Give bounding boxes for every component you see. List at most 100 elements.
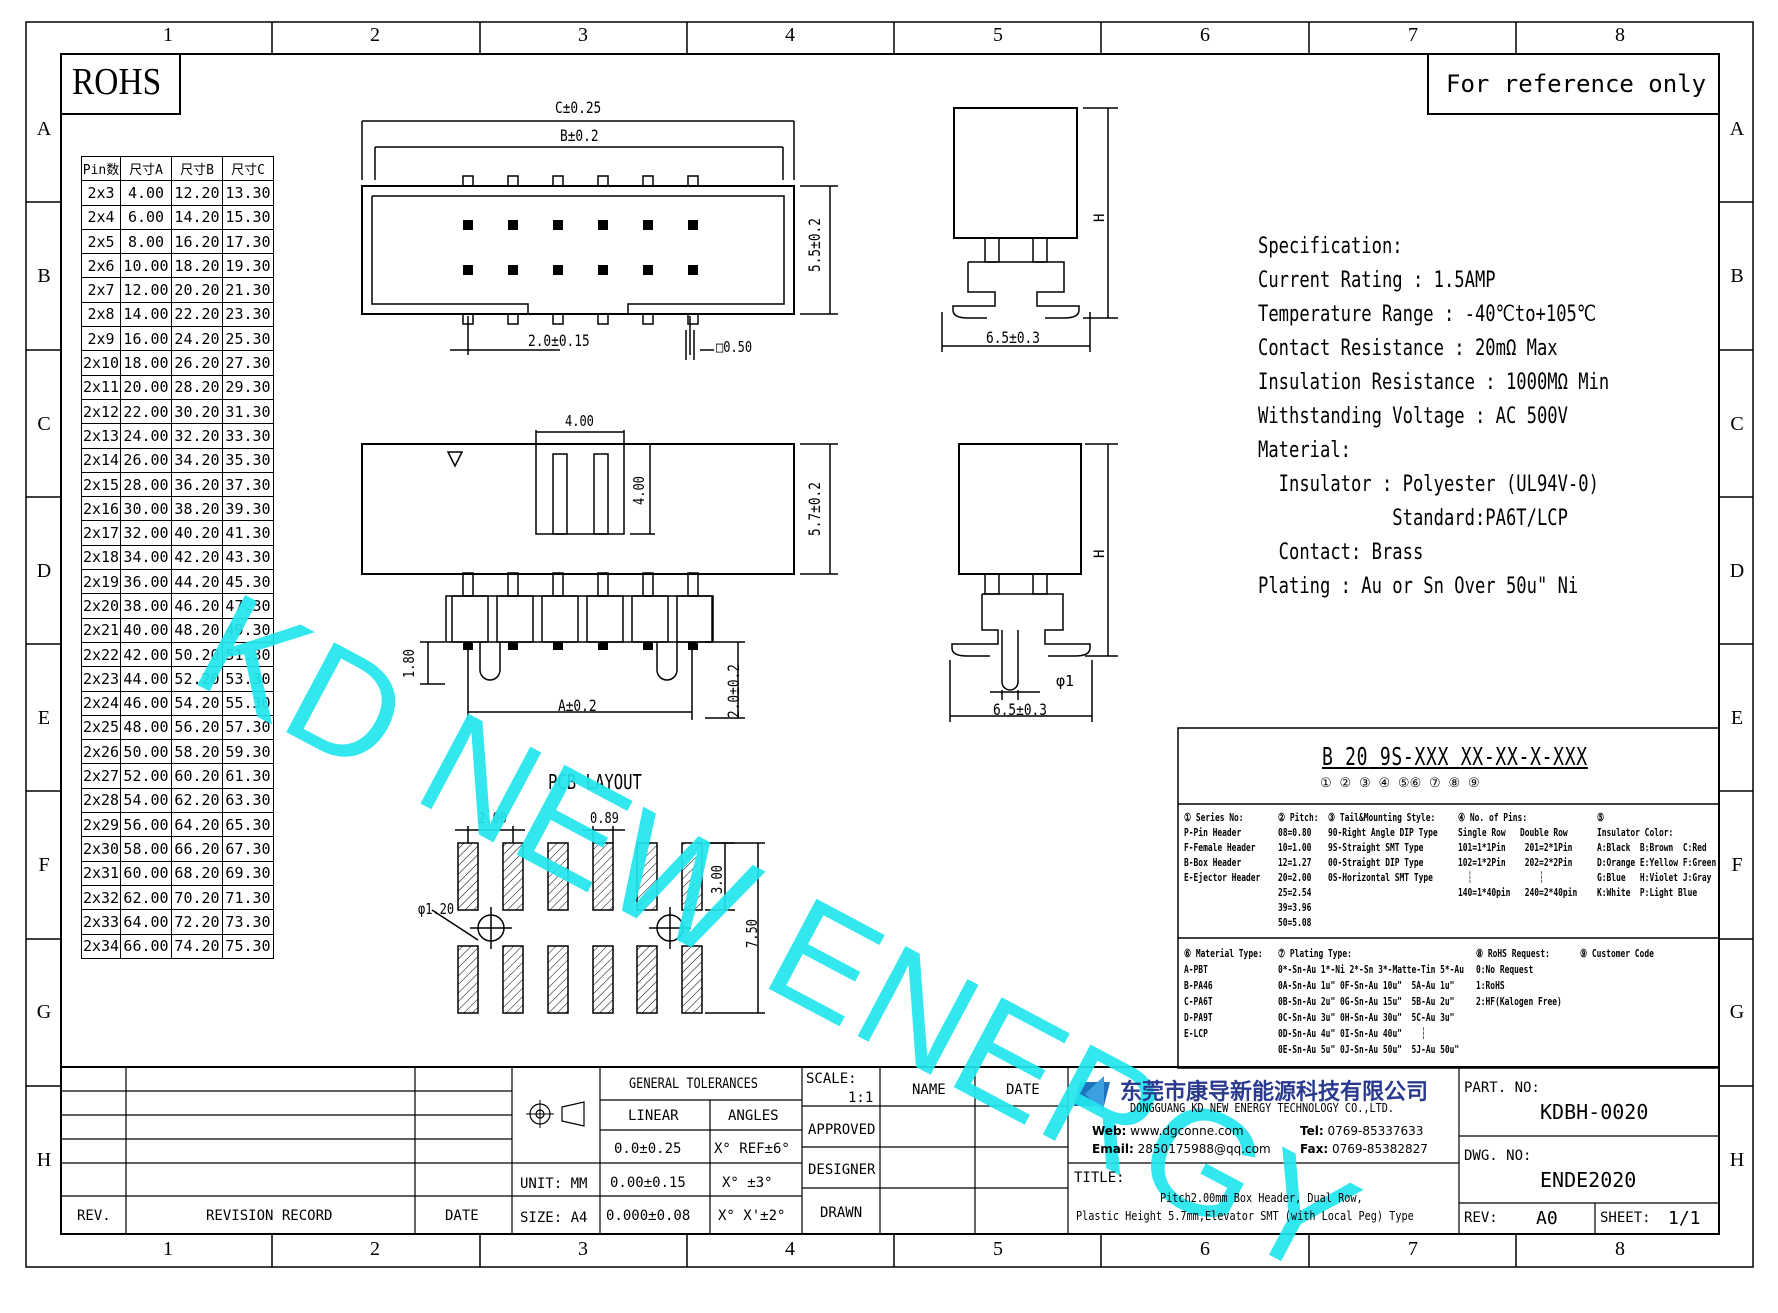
col-label-5-bottom: 5 — [993, 1238, 1003, 1260]
table-cell: 22.20 — [171, 301, 223, 328]
table-cell: 47.30 — [222, 593, 274, 619]
pcb-dim-300: 3.00 — [708, 865, 726, 894]
dim-side-width-bottom: 6.5±0.3 — [993, 700, 1047, 719]
table-cell: 69.30 — [222, 860, 274, 886]
table-cell: 2x5 — [81, 228, 121, 255]
dim-side-width-top: 6.5±0.3 — [986, 328, 1040, 347]
table-cell: 2x23 — [81, 666, 121, 692]
table-cell: 30.00 — [120, 496, 172, 522]
table-cell: 34.00 — [120, 544, 172, 571]
table-cell: 50.20 — [171, 641, 223, 668]
legend-line: A-PBT — [1184, 963, 1208, 976]
table-cell: 2x17 — [81, 520, 121, 546]
table-cell: 10.00 — [120, 253, 172, 279]
table-cell: 14.00 — [120, 301, 172, 328]
table-cell: 2x27 — [81, 763, 121, 789]
code-seg-2: 20 — [1345, 742, 1369, 771]
legend-line: ① Series No: — [1184, 811, 1244, 824]
table-cell: 2x10 — [81, 350, 121, 376]
legend-line: 12=1.27 — [1278, 856, 1312, 869]
row-label-d: D — [36, 560, 52, 582]
fax-label: Fax: — [1300, 1142, 1329, 1156]
legend-line: 0B-Sn-Au 2u" 0G-Sn-Au 15u" 5B-Au 2u" — [1278, 995, 1455, 1008]
table-cell: 26.20 — [171, 350, 223, 376]
table-cell: 2x16 — [81, 496, 121, 522]
table-cell: 48.00 — [120, 714, 172, 741]
table-cell: 42.20 — [171, 544, 223, 571]
table-cell: 36.20 — [171, 471, 223, 498]
table-cell: 70.20 — [171, 884, 223, 911]
front-view — [361, 430, 838, 720]
legend-line: ⑦ Plating Type: — [1278, 947, 1352, 960]
table-cell: 58.20 — [171, 739, 223, 765]
dim-h-bottom: H — [1092, 549, 1108, 558]
linear-tol-2: 0.00±0.15 — [610, 1175, 686, 1191]
table-cell: 66.00 — [120, 933, 172, 959]
table-cell: 57.30 — [222, 714, 274, 741]
row-label-e: E — [37, 707, 51, 729]
table-cell: 2x22 — [81, 641, 121, 668]
company-name-cn: 东莞市康导新能源科技有限公司 — [1120, 1080, 1429, 1105]
row-label-h-right: H — [1729, 1149, 1745, 1171]
table-cell: 68.20 — [171, 860, 223, 886]
col-label-4-bottom: 4 — [785, 1238, 795, 1260]
legend-line: 0*-Sn-Au 1*-Ni 2*-Sn 3*-Matte-Tin 5*-Au — [1278, 963, 1464, 976]
legend-line: Single Row Double Row — [1458, 826, 1568, 839]
side-view-bottom — [949, 443, 1118, 722]
col-label-7: 7 — [1408, 24, 1418, 46]
dim-180: 1.80 — [400, 649, 418, 678]
table-cell: 32.20 — [171, 423, 223, 449]
col-label-7-bottom: 7 — [1408, 1238, 1418, 1260]
company-logo-icon — [1074, 1076, 1110, 1112]
row-label-h: H — [36, 1149, 52, 1171]
code-seg-3: 9S-XXX — [1379, 742, 1450, 771]
table-cell: 56.20 — [171, 714, 223, 741]
legend-line: E-Ejector Header — [1184, 871, 1261, 884]
legend-line: ⑥ Material Type: — [1184, 947, 1263, 960]
web-info: Web: www.dgconne.com — [1092, 1124, 1244, 1138]
unit-label: UNIT: MM — [520, 1176, 588, 1192]
table-cell: 45.30 — [222, 569, 274, 595]
table-cell: 36.00 — [120, 569, 172, 595]
legend-line: 2:HF(Kalogen Free) — [1476, 995, 1562, 1008]
reference-note: For reference only — [1446, 70, 1707, 98]
table-cell: 73.30 — [222, 909, 274, 935]
table-cell: 27.30 — [222, 350, 274, 376]
legend-line: A:Black B:Brown C:Red — [1597, 841, 1707, 854]
table-cell: 42.00 — [120, 641, 172, 668]
table-cell: 52.00 — [120, 763, 172, 789]
table-header-row: Pin数 尺寸A 尺寸B 尺寸C — [81, 155, 274, 182]
table-cell: 62.20 — [171, 787, 223, 814]
row-label-b-right: B — [1730, 265, 1744, 287]
table-cell: 2x24 — [81, 690, 121, 716]
dim-c: C±0.25 — [555, 98, 602, 117]
scale-value: 1:1 — [848, 1090, 874, 1106]
table-cell: 46.20 — [171, 593, 223, 619]
dim-pitch: 2.0±0.15 — [528, 331, 590, 350]
table-cell: 18.00 — [120, 350, 172, 376]
drawn-label: DRAWN — [820, 1205, 863, 1221]
title-label: TITLE: — [1074, 1170, 1125, 1186]
table-cell: 17.30 — [222, 228, 274, 255]
legend-customer: ⑨ Customer Code — [1580, 946, 1654, 962]
legend-line: ⑤ — [1597, 811, 1605, 824]
dim-a: A±0.2 — [558, 696, 597, 715]
table-cell: 26.00 — [120, 447, 172, 473]
col-label-8: 8 — [1615, 24, 1625, 46]
table-cell: 25.30 — [222, 326, 274, 352]
legend-line: 39=3.96 — [1278, 901, 1312, 914]
